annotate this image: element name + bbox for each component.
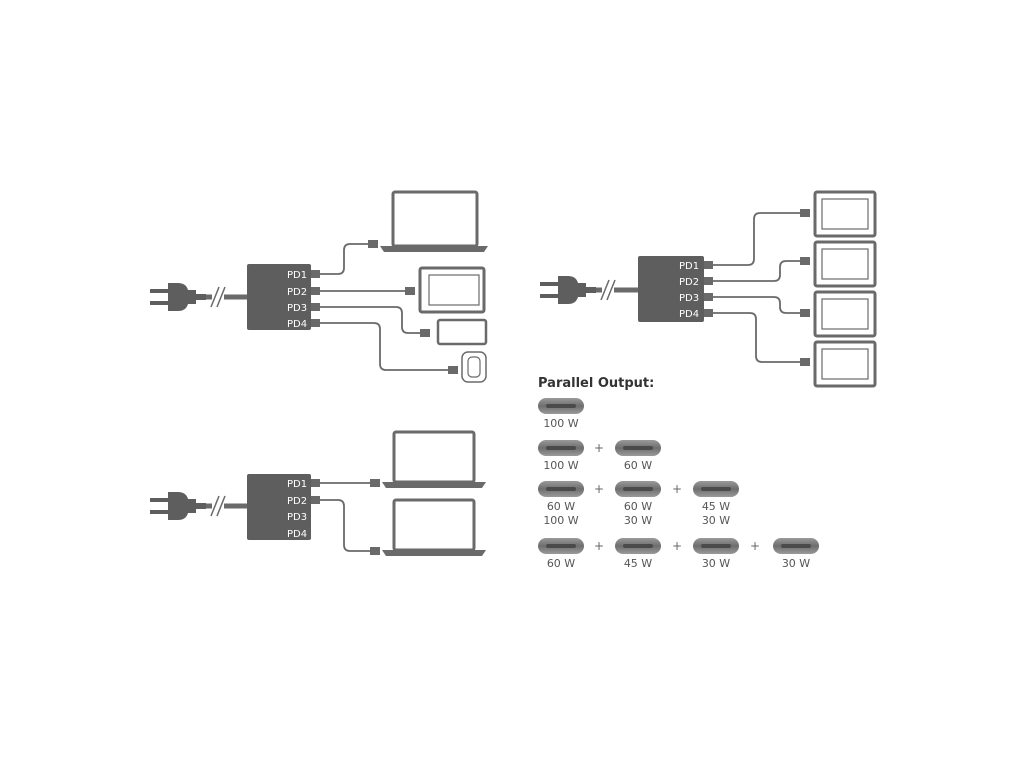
- power-value-label: 100 W: [543, 459, 578, 472]
- usb-c-connector-icon: [538, 481, 584, 497]
- cable-connector: [420, 329, 430, 337]
- port-label-pd3: PD3: [679, 293, 699, 304]
- scene-mixed-devices: PD1 PD2 PD3 PD4: [150, 190, 488, 383]
- power-value-label: 45 W: [702, 500, 730, 513]
- power-plug-icon: [150, 283, 248, 311]
- port-label-pd1: PD1: [287, 270, 307, 281]
- power-value-label: 60 W: [547, 557, 575, 570]
- power-value-label: 60 W: [547, 500, 575, 513]
- laptop-icon: [382, 498, 486, 556]
- usb-c-connector-icon: [538, 538, 584, 554]
- power-value-label: 60 W: [624, 459, 652, 472]
- cables: [320, 243, 448, 371]
- usb-c-connector-icon: [538, 440, 584, 456]
- usb-c-connector-icon: [615, 538, 661, 554]
- usb-c-connector-icon: [538, 398, 584, 414]
- port-label-pd3: PD3: [287, 512, 307, 523]
- laptop-icon: [382, 430, 486, 488]
- tablet-icon: [813, 190, 877, 238]
- parallel-output-title: Parallel Output:: [538, 376, 654, 391]
- cables: [320, 482, 370, 552]
- cable-connector: [800, 358, 810, 366]
- port-label-pd2: PD2: [287, 496, 307, 507]
- cable-connector: [368, 240, 378, 248]
- cables: [713, 212, 800, 363]
- plus-sign: +: [672, 539, 682, 553]
- port-label-pd4: PD4: [287, 529, 307, 540]
- plus-sign: +: [594, 441, 604, 455]
- cable-connector: [405, 287, 415, 295]
- power-value-label: 45 W: [624, 557, 652, 570]
- port-label-pd1: PD1: [679, 261, 699, 272]
- power-value-label: 30 W: [782, 557, 810, 570]
- tablet-icon: [813, 340, 877, 388]
- laptop-icon: [380, 190, 488, 252]
- cable-connector: [800, 209, 810, 217]
- power-value-label: 30 W: [702, 557, 730, 570]
- power-plug-icon: [150, 492, 248, 520]
- power-value-label: 30 W: [624, 514, 652, 527]
- tablet-icon: [813, 240, 877, 288]
- plus-sign: +: [594, 482, 604, 496]
- scene-four-tablets: PD1 PD2 PD3 PD4: [540, 190, 877, 388]
- port-label-pd4: PD4: [287, 319, 307, 330]
- cable-connector: [370, 547, 380, 555]
- port-label-pd1: PD1: [287, 479, 307, 490]
- charger-hub: PD1 PD2 PD3 PD4: [247, 474, 320, 540]
- usb-c-connector-icon: [693, 538, 739, 554]
- usb-c-connector-icon: [615, 440, 661, 456]
- power-value-label: 30 W: [702, 514, 730, 527]
- power-plug-icon: [540, 276, 639, 304]
- power-value-label: 100 W: [543, 514, 578, 527]
- port-label-pd2: PD2: [287, 287, 307, 298]
- earbuds-case-icon: [461, 351, 487, 383]
- port-label-pd4: PD4: [679, 309, 699, 320]
- cable-connector: [448, 366, 458, 374]
- power-value-label: 100 W: [543, 417, 578, 430]
- port-label-pd3: PD3: [287, 303, 307, 314]
- tablet-icon: [418, 266, 486, 314]
- charger-hub: PD1 PD2 PD3 PD4: [638, 256, 713, 322]
- charger-hub: PD1 PD2 PD3 PD4: [247, 264, 320, 330]
- plus-sign: +: [672, 482, 682, 496]
- cable-connector: [370, 479, 380, 487]
- tablet-icon: [813, 290, 877, 338]
- phone-icon: [436, 318, 488, 346]
- cable-connector: [800, 257, 810, 265]
- cable-connector: [800, 309, 810, 317]
- plus-sign: +: [750, 539, 760, 553]
- plus-sign: +: [594, 539, 604, 553]
- usb-c-connector-icon: [773, 538, 819, 554]
- port-label-pd2: PD2: [679, 277, 699, 288]
- power-value-label: 60 W: [624, 500, 652, 513]
- usb-c-connector-icon: [615, 481, 661, 497]
- usb-c-connector-icon: [693, 481, 739, 497]
- scene-two-laptops: PD1 PD2 PD3 PD4: [150, 430, 486, 556]
